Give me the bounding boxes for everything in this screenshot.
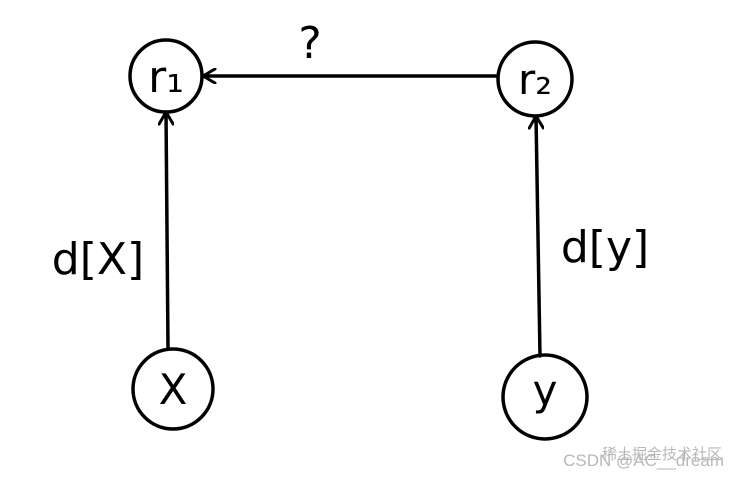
node-x-circle — [131, 347, 215, 431]
edge-x-to-r1 — [166, 110, 168, 350]
watermark-platform: 稀土掘金技术社区 — [602, 446, 722, 463]
watermark-author: CSDN @AC__dream — [563, 451, 724, 470]
node-x: X — [131, 347, 215, 431]
node-x-label: X — [159, 365, 188, 414]
edge-r2-to-r1-label: ? — [298, 18, 321, 69]
node-r1: r₁ — [128, 38, 204, 114]
node-y-circle — [501, 353, 589, 441]
node-r2: r₂ — [496, 40, 574, 118]
node-r2-label: r₂ — [518, 55, 552, 104]
node-r2-circle — [496, 40, 574, 118]
node-r1-circle — [128, 38, 204, 114]
edge-x-to-r1-label: d[X] — [52, 234, 144, 285]
node-y: y — [501, 353, 589, 441]
node-r1-label: r₁ — [148, 52, 184, 103]
edge-y-to-r2-label: d[y] — [561, 222, 649, 273]
edge-y-to-r2 — [536, 114, 540, 358]
node-y-label: y — [533, 366, 558, 415]
